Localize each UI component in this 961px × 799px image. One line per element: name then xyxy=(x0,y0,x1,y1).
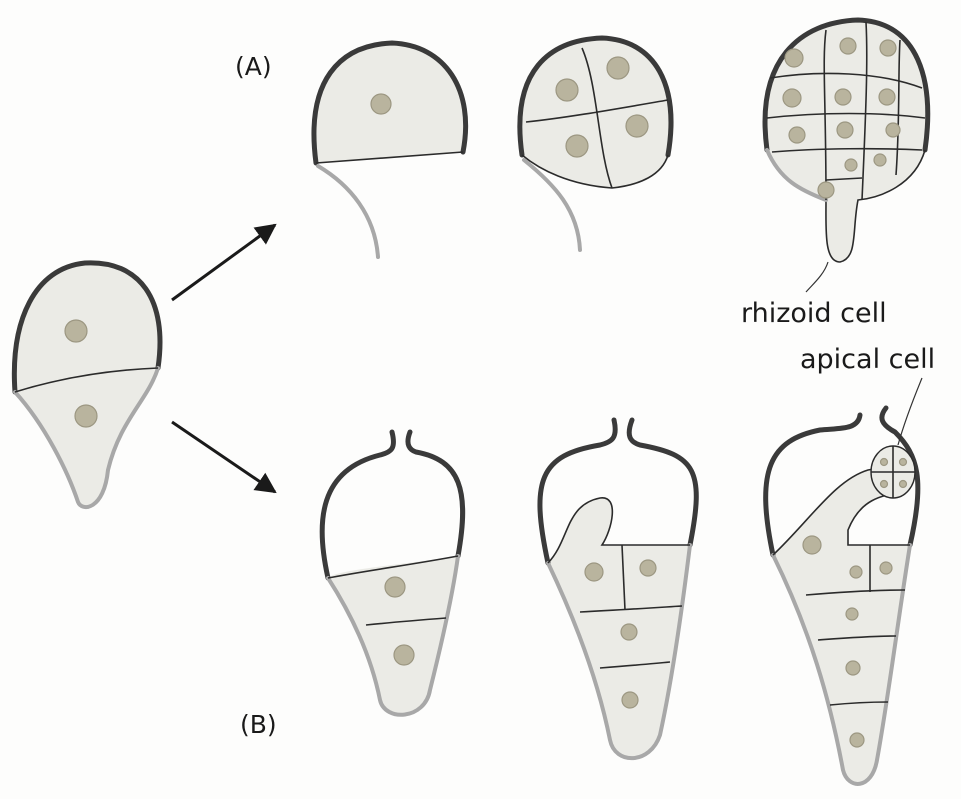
nucleus xyxy=(840,38,856,54)
nucleus xyxy=(850,566,862,578)
row-label-a: (A) xyxy=(235,52,272,81)
nucleus xyxy=(900,481,907,488)
arrow-to-row-a xyxy=(172,225,275,300)
nucleus xyxy=(566,135,588,157)
nucleus xyxy=(880,40,896,56)
nucleus xyxy=(837,122,853,138)
nucleus xyxy=(886,123,900,137)
nucleus xyxy=(881,481,888,488)
nucleus xyxy=(75,405,97,427)
arrow-to-row-b xyxy=(172,422,275,492)
nucleus xyxy=(803,536,821,554)
row-b-stage-3 xyxy=(766,408,918,784)
nucleus xyxy=(880,562,892,574)
row-a-stage-1 xyxy=(314,43,466,257)
row-a-stage-2 xyxy=(520,38,671,250)
nucleus xyxy=(789,127,805,143)
nucleus xyxy=(640,560,656,576)
nucleus xyxy=(785,49,803,67)
nucleus xyxy=(783,89,801,107)
nucleus xyxy=(385,577,405,597)
row-b-stage-2 xyxy=(540,420,696,758)
nucleus xyxy=(394,645,414,665)
nucleus xyxy=(65,320,87,342)
nucleus xyxy=(874,154,886,166)
nucleus xyxy=(881,459,888,466)
row-b-stage-1 xyxy=(322,432,463,715)
nucleus xyxy=(585,563,603,581)
nucleus xyxy=(622,692,638,708)
nucleus xyxy=(607,57,629,79)
nucleus xyxy=(835,89,851,105)
nucleus xyxy=(846,661,860,675)
nucleus xyxy=(845,159,857,171)
apical-leader-line xyxy=(898,378,922,445)
nucleus xyxy=(846,608,858,620)
nucleus xyxy=(900,459,907,466)
nucleus xyxy=(371,94,391,114)
rhizoid-leader-line xyxy=(806,262,828,292)
row-label-b: (B) xyxy=(240,710,277,739)
nucleus xyxy=(879,89,895,105)
nucleus xyxy=(626,115,648,137)
nucleus xyxy=(621,624,637,640)
apical-cell-label: apical cell xyxy=(800,344,935,375)
rhizoid-cell-label: rhizoid cell xyxy=(741,298,887,329)
row-a-stage-3 xyxy=(765,20,928,262)
nucleus xyxy=(850,733,864,747)
nucleus xyxy=(556,79,578,101)
nucleus xyxy=(818,182,834,198)
initial-spore xyxy=(14,263,160,507)
